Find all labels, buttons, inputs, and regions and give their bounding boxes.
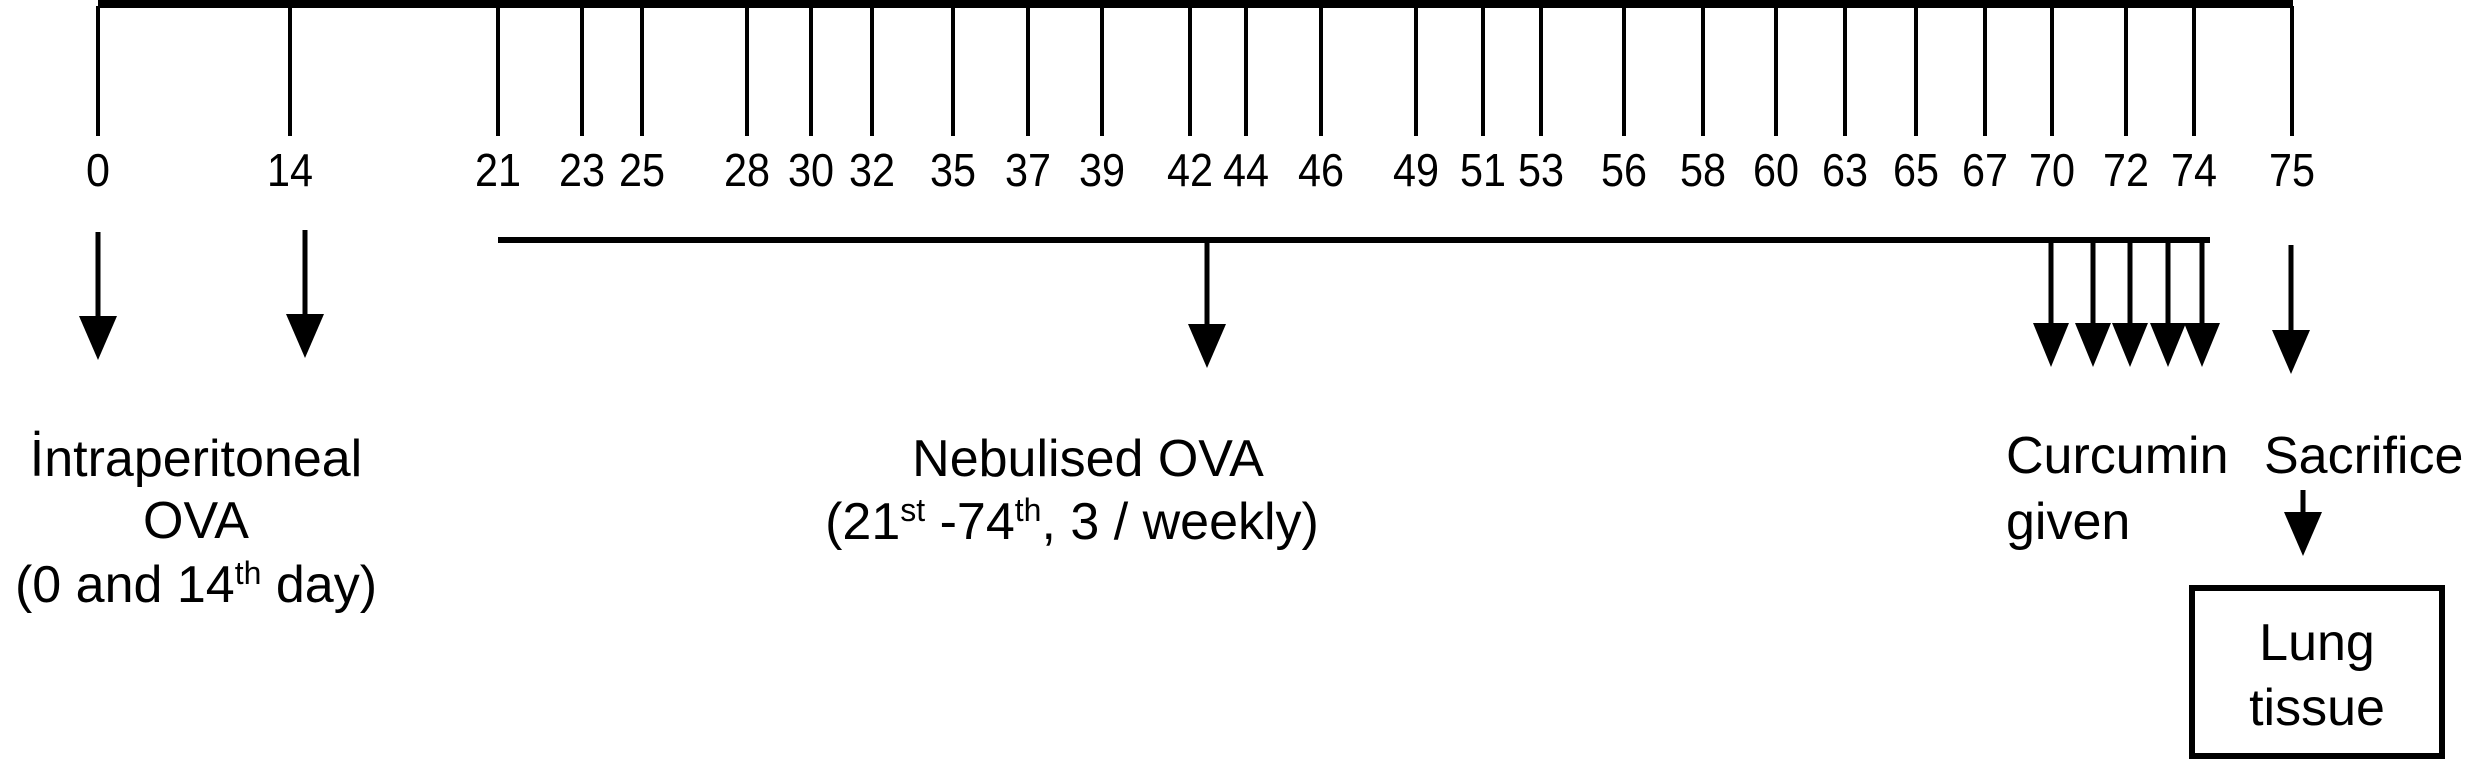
lung-tissue-box [2189,585,2445,759]
day-label: 0 [86,144,110,196]
day-label: 51 [1460,144,1506,196]
timeline-ticks [96,6,2294,136]
nebulised-line1: Nebulised OVA [912,430,1264,488]
arrow-down-icon-curcumin-1 [2033,240,2069,367]
day-label: 37 [1005,144,1051,196]
intraperitoneal-line3: (0 and 14th day) [15,555,377,614]
day-label: 44 [1223,144,1269,196]
lung-tissue-line1: Lung [2259,614,2375,672]
arrow-down-icon-nebulised [1188,240,1226,368]
day-label: 49 [1393,144,1439,196]
day-label: 74 [2171,144,2217,196]
event-arrows [79,230,2322,556]
day-label: 32 [849,144,895,196]
nebulised-label: Nebulised OVA (21st -74th, 3 / weekly) [825,430,1319,551]
day-label: 60 [1753,144,1799,196]
intraperitoneal-line2: OVA [143,492,249,550]
arrow-down-icon-day-14 [286,230,324,358]
day-label: 42 [1167,144,1213,196]
day-label: 65 [1893,144,1939,196]
day-label: 46 [1298,144,1344,196]
day-label: 63 [1822,144,1868,196]
day-label: 28 [724,144,770,196]
lung-tissue-line2: tissue [2249,679,2385,737]
day-label: 56 [1601,144,1647,196]
day-label: 67 [1962,144,2008,196]
arrow-down-icon-curcumin-4 [2150,240,2186,367]
intraperitoneal-label: İntraperitoneal OVA (0 and 14th day) [15,430,377,614]
arrow-down-icon-curcumin-3 [2112,240,2148,367]
arrow-down-icon-curcumin-5 [2184,240,2220,367]
intraperitoneal-line1: İntraperitoneal [30,430,362,488]
day-label: 30 [788,144,834,196]
day-label: 53 [1518,144,1564,196]
day-label: 39 [1079,144,1125,196]
day-label: 58 [1680,144,1726,196]
day-label: 25 [619,144,665,196]
day-label: 72 [2103,144,2149,196]
day-label: 14 [267,144,313,196]
day-label: 75 [2269,144,2315,196]
arrow-down-icon-lung-tissue [2284,490,2322,556]
nebulised-line2: (21st -74th, 3 / weekly) [825,492,1319,551]
day-label: 70 [2029,144,2075,196]
sacrifice-label: Sacrifice [2264,427,2463,485]
day-label: 35 [930,144,976,196]
curcumin-label: Curcumin given [2006,427,2229,551]
arrow-down-icon-curcumin-2 [2075,240,2111,367]
day-label: 21 [475,144,521,196]
curcumin-line2: given [2006,493,2130,551]
arrow-down-icon-sacrifice [2272,245,2310,374]
day-label: 23 [559,144,605,196]
curcumin-line1: Curcumin [2006,427,2229,485]
arrow-down-icon-day-0 [79,232,117,360]
